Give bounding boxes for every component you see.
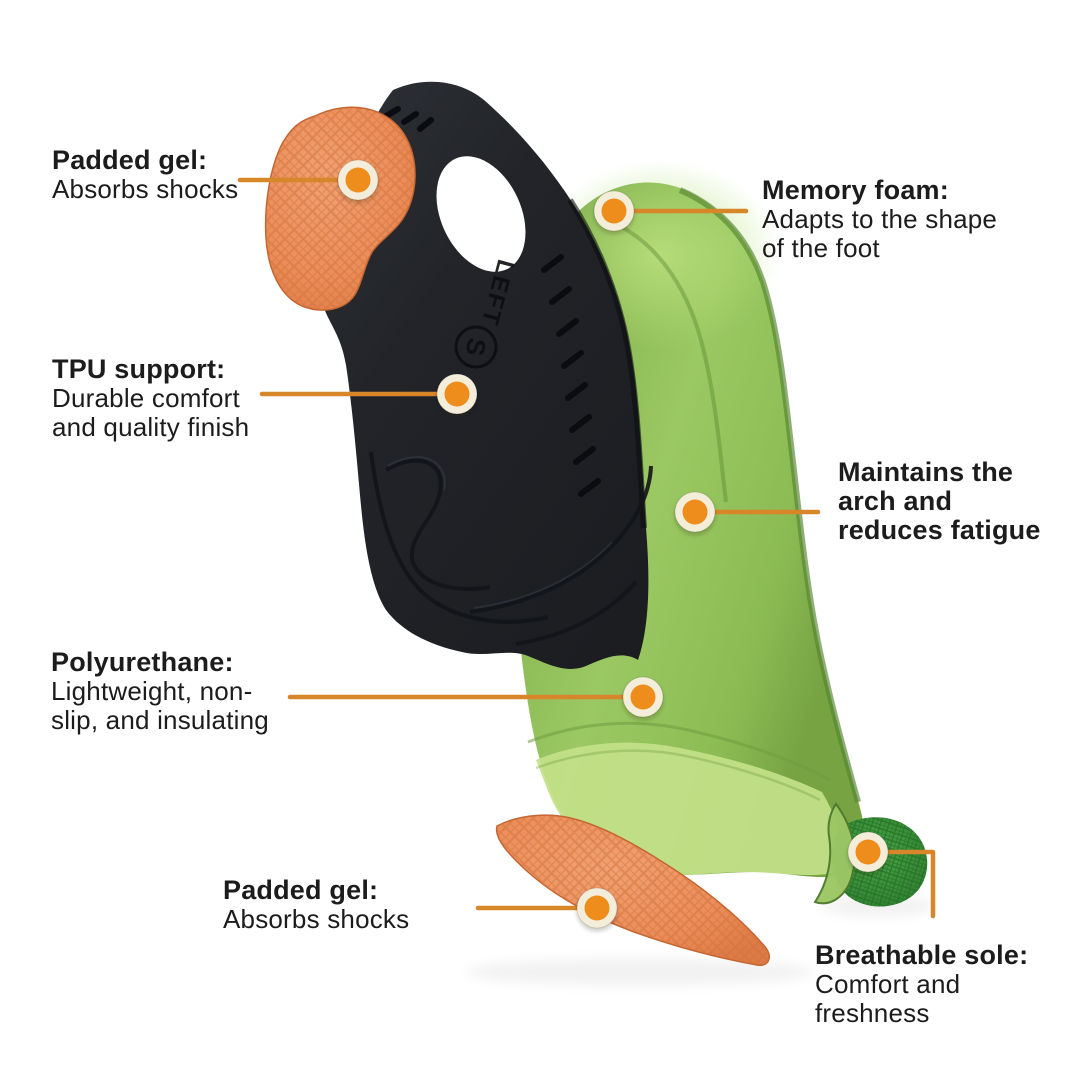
callout-memory-foam: Memory foam: Adapts to the shape of the … (762, 176, 997, 263)
callout-desc: Absorbs shocks (223, 904, 410, 934)
tpu-support-piece: LEFT S (317, 81, 653, 669)
tpu-wave-grooves (369, 451, 653, 646)
gel-pad-forefoot (495, 814, 770, 967)
callout-tpu-support: TPU support: Durable comfort and quality… (52, 355, 249, 442)
forefoot-contour-2 (535, 749, 821, 802)
callout-desc: Durable comfort (52, 383, 240, 413)
callout-maintains-arch: Maintains the arch and reduces fatigue (838, 458, 1041, 545)
callout-title: arch and (838, 486, 953, 516)
callout-title: Memory foam: (762, 175, 949, 205)
callout-title: Polyurethane: (51, 647, 234, 677)
callout-desc: slip, and insulating (51, 705, 269, 735)
callout-dots (337, 159, 889, 931)
insole-edge-line (678, 187, 861, 803)
callout-desc: and quality finish (52, 412, 250, 442)
insole-inner-contour (611, 220, 728, 503)
callout-desc: freshness (815, 998, 930, 1028)
dot-maintains-arch (674, 491, 716, 535)
dot-padded-gel-top (337, 159, 379, 203)
callout-desc: Absorbs shocks (52, 174, 239, 204)
gel-pad-heel (264, 106, 416, 311)
callout-desc: Lightweight, non- (51, 676, 253, 706)
callout-title: TPU support: (52, 354, 226, 384)
dot-polyurethane (622, 676, 664, 720)
size-label-text: S (460, 336, 493, 358)
callout-desc: Comfort and (815, 969, 961, 999)
dot-memory-foam (593, 190, 635, 234)
callout-desc: Adapts to the shape (762, 204, 998, 234)
callout-title: Maintains the (838, 457, 1014, 487)
size-mark: S (454, 325, 498, 369)
tpu-vent-dashes (383, 106, 601, 497)
callout-breathable-sole: Breathable sole: Comfort and freshness (815, 941, 1028, 1028)
callout-padded-gel-top: Padded gel: Absorbs shocks (52, 146, 238, 204)
callout-title: reduces fatigue (838, 515, 1041, 545)
heel-cradle-hole (436, 156, 526, 272)
dot-padded-gel-bottom (576, 887, 618, 931)
dot-breathable-sole (847, 831, 889, 875)
dot-tpu-support (436, 373, 478, 417)
callout-title: Padded gel: (52, 145, 208, 175)
callout-title: Padded gel: (223, 875, 379, 905)
callout-polyurethane: Polyurethane: Lightweight, non- slip, an… (51, 648, 269, 735)
callout-desc: of the foot (762, 233, 880, 263)
forefoot-contour-1 (527, 721, 831, 782)
callout-padded-gel-bottom: Padded gel: Absorbs shocks (223, 876, 409, 934)
connector-breathable-sole (865, 849, 936, 919)
callout-title: Breathable sole: (815, 940, 1029, 970)
